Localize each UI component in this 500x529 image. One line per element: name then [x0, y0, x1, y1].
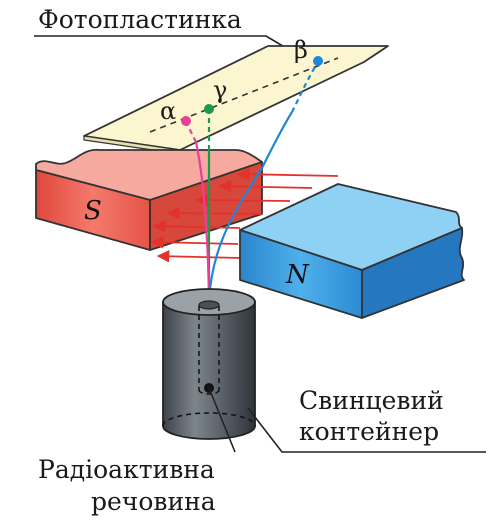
alpha-impact-dot — [181, 116, 191, 126]
radioactive-label-line1: Радіоактивна — [38, 455, 215, 484]
gamma-symbol: γ — [213, 76, 227, 104]
photoplate-label-group: Фотопластинка — [34, 5, 294, 53]
photoplate-leader-line — [34, 35, 294, 53]
container-opening — [198, 300, 220, 310]
south-magnet: S — [35, 148, 263, 251]
beta-symbol: β — [294, 36, 308, 64]
field-arrow-4 — [166, 206, 263, 220]
container-base-back — [162, 412, 256, 427]
lead-container — [162, 288, 256, 440]
photoplate — [83, 45, 389, 155]
field-arrow-7 — [156, 249, 241, 263]
field-arrow-5 — [152, 219, 241, 233]
south-pole-label: S — [84, 196, 102, 226]
beta-ray-dashed — [291, 61, 319, 113]
field-arrow-2 — [218, 179, 313, 193]
north-magnet-side — [361, 227, 465, 319]
gamma-impact-dot — [204, 104, 214, 114]
beta-impact-dot — [313, 56, 323, 66]
field-arrow-1 — [236, 167, 339, 181]
north-pole-label: N — [285, 260, 310, 290]
channel-bottom — [198, 389, 220, 395]
container-leader-line — [247, 407, 486, 453]
alpha-symbol: α — [160, 97, 176, 125]
container-hidden-edges — [162, 306, 256, 427]
radioactive-label-line2: речовина — [91, 487, 216, 516]
photoplate-label: Фотопластинка — [38, 5, 242, 34]
lead-container-label-line2: контейнер — [299, 417, 439, 446]
north-magnet: N — [239, 183, 465, 319]
radioactive-leader-line — [208, 387, 236, 453]
field-arrow-6 — [150, 235, 239, 249]
container-body — [162, 301, 256, 440]
lead-container-label-line1: Свинцевий — [299, 386, 444, 415]
beta-ray-solid — [207, 111, 293, 388]
